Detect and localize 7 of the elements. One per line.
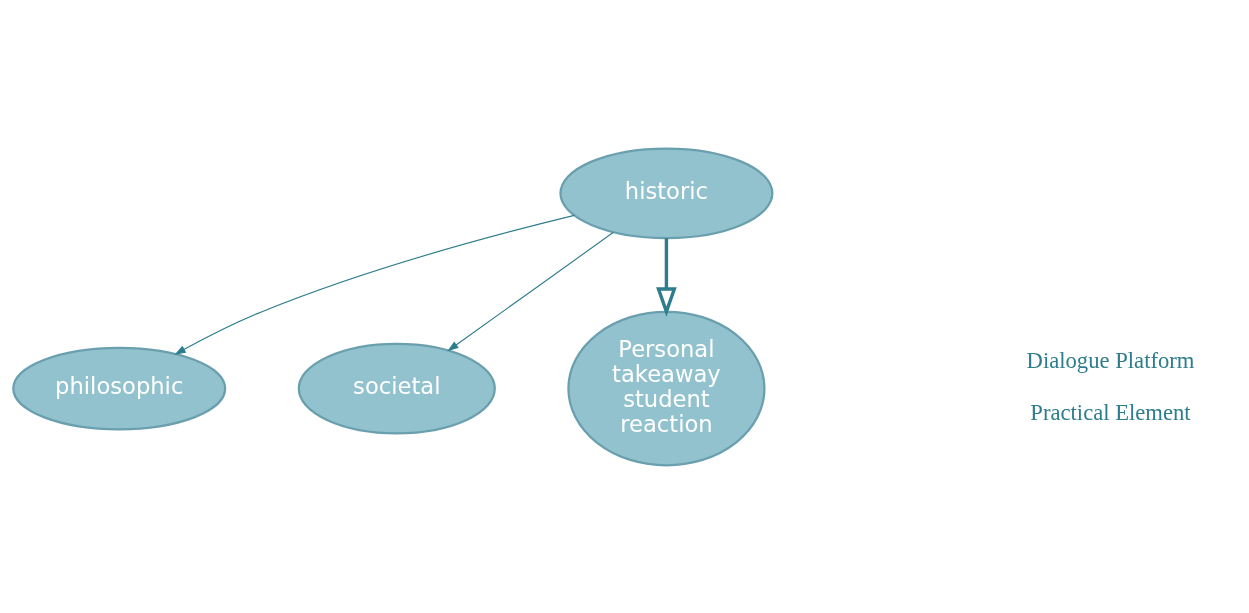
label: Dialogue Platform xyxy=(1026,347,1195,373)
node-ellipse: Personal takeaway student reaction xyxy=(567,310,766,466)
arrow xyxy=(447,231,615,351)
node-ellipse: historic xyxy=(559,146,774,239)
arrow xyxy=(656,237,677,317)
label: Practical Element xyxy=(1030,399,1191,425)
arrow xyxy=(174,214,575,355)
